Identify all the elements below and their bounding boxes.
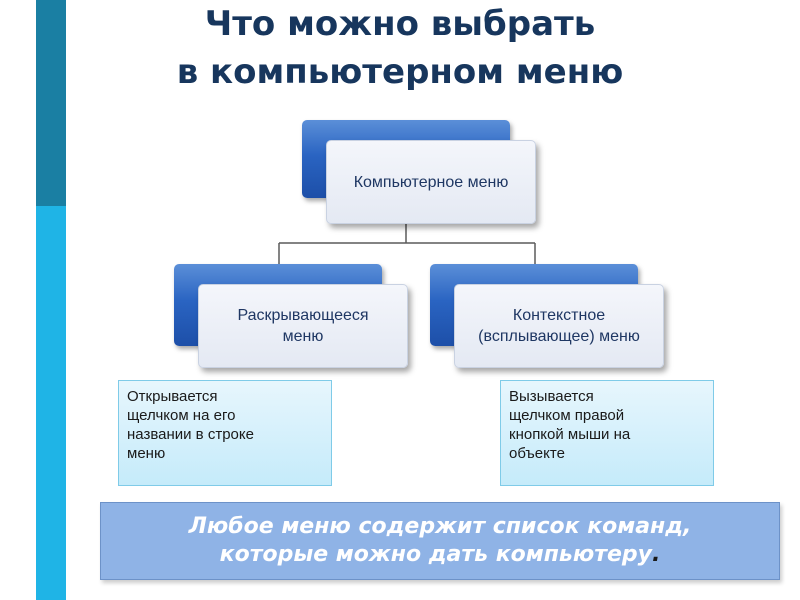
- description-line: щелчком правой: [509, 407, 625, 424]
- title-line-2: в компьютерном меню: [176, 52, 624, 92]
- description-line: названии в строке: [127, 426, 254, 443]
- summary-line-2: которые можно дать компьютеру.: [220, 541, 661, 569]
- summary-period: .: [651, 542, 661, 567]
- description-line: кнопкой мыши на: [509, 426, 631, 443]
- summary-banner: Любое меню содержит список команд, котор…: [100, 502, 780, 580]
- context-menu-label-line2: (всплывающее) меню: [478, 328, 640, 345]
- side-accent-bar-light: [36, 206, 66, 600]
- description-line: Открывается: [127, 388, 218, 405]
- title-line-1: Что можно выбрать: [204, 4, 596, 44]
- context-menu-node: Контекстное (всплывающее) меню: [454, 284, 664, 368]
- root-node: Компьютерное меню: [326, 140, 536, 224]
- summary-line-2-text: которые можно дать компьютеру: [219, 542, 652, 567]
- context-menu-description: Вызывается щелчком правой кнопкой мыши н…: [500, 380, 714, 486]
- summary-line-1: Любое меню содержит список команд,: [188, 514, 692, 539]
- context-menu-label-line1: Контекстное: [512, 307, 606, 324]
- description-line: меню: [127, 445, 166, 462]
- description-line: Вызывается: [509, 388, 594, 405]
- dropdown-menu-label-line1: Раскрывающееся: [237, 307, 369, 324]
- root-node-label: Компьютерное меню: [353, 173, 509, 191]
- side-accent-bar-dark: [36, 0, 66, 206]
- description-line: щелчком на его: [127, 407, 236, 424]
- dropdown-menu-label-line2: меню: [282, 328, 324, 345]
- page-title: Что можно выбрать в компьютерном меню: [100, 0, 700, 96]
- description-line: объекте: [509, 445, 565, 462]
- dropdown-menu-description: Открывается щелчком на его названии в ст…: [118, 380, 332, 486]
- dropdown-menu-node: Раскрывающееся меню: [198, 284, 408, 368]
